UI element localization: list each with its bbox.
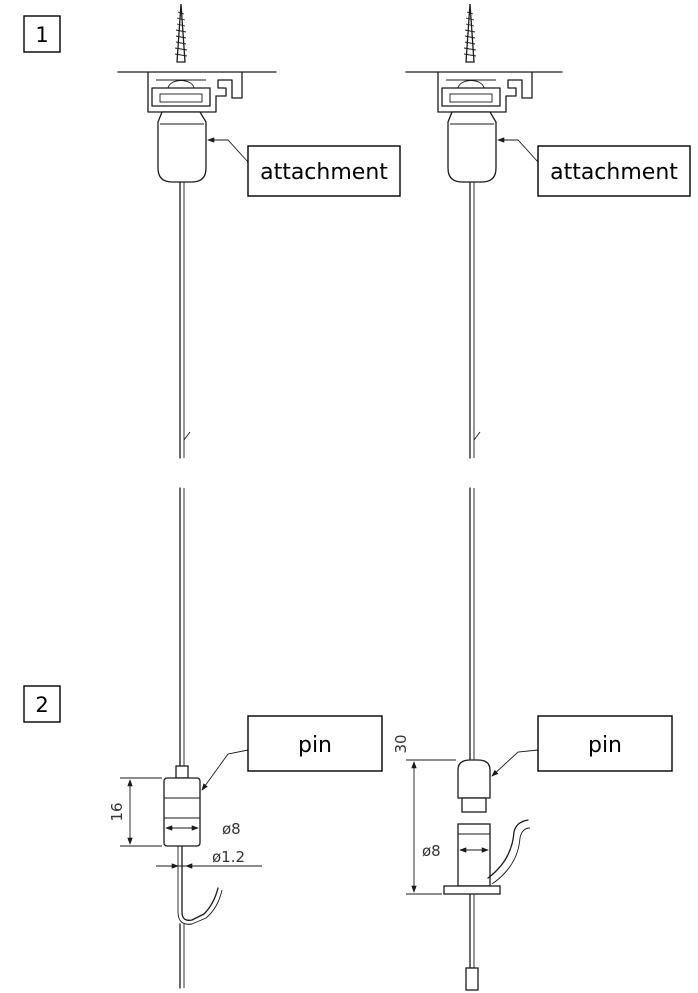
right-pin-callout: pin bbox=[491, 715, 673, 777]
left-height-dimension: 16 bbox=[108, 802, 126, 821]
right-rail-profile bbox=[437, 71, 533, 113]
left-attachment-label: attachment bbox=[260, 160, 388, 185]
right-attachment-callout: attachment bbox=[497, 137, 691, 197]
left-diameter-dimension: ø8 bbox=[222, 820, 241, 838]
right-height-dimension: 30 bbox=[392, 734, 410, 753]
right-rail-assembly bbox=[405, 3, 563, 991]
left-wire-dimension: ø1.2 bbox=[212, 848, 245, 866]
left-pin-callout: pin bbox=[201, 715, 383, 791]
right-wire-end-ferrule bbox=[465, 967, 479, 991]
right-attachment-body bbox=[447, 111, 497, 183]
right-hook-icon bbox=[487, 819, 531, 885]
right-attachment-label: attachment bbox=[550, 160, 678, 185]
step-2-number: 2 bbox=[35, 693, 48, 717]
left-attachment-callout: attachment bbox=[207, 137, 401, 197]
left-attachment-body bbox=[157, 111, 207, 183]
right-dimensions: 30 ø8 bbox=[392, 734, 489, 895]
right-diameter-dimension: ø8 bbox=[422, 842, 441, 860]
step-1-number: 1 bbox=[35, 23, 48, 47]
step-2-marker: 2 bbox=[23, 685, 61, 723]
left-screw-icon bbox=[174, 3, 188, 63]
left-pin-body bbox=[163, 765, 201, 847]
right-pin-label: pin bbox=[588, 733, 622, 758]
left-dimensions: 16 ø8 ø1.2 bbox=[108, 777, 262, 869]
left-rail-profile bbox=[147, 71, 243, 113]
right-pin-body bbox=[443, 759, 501, 895]
left-hook-icon bbox=[177, 845, 223, 925]
left-pin-label: pin bbox=[298, 733, 332, 758]
right-screw-icon bbox=[463, 3, 477, 63]
left-rail-assembly bbox=[117, 3, 277, 989]
step-1-marker: 1 bbox=[23, 15, 61, 53]
